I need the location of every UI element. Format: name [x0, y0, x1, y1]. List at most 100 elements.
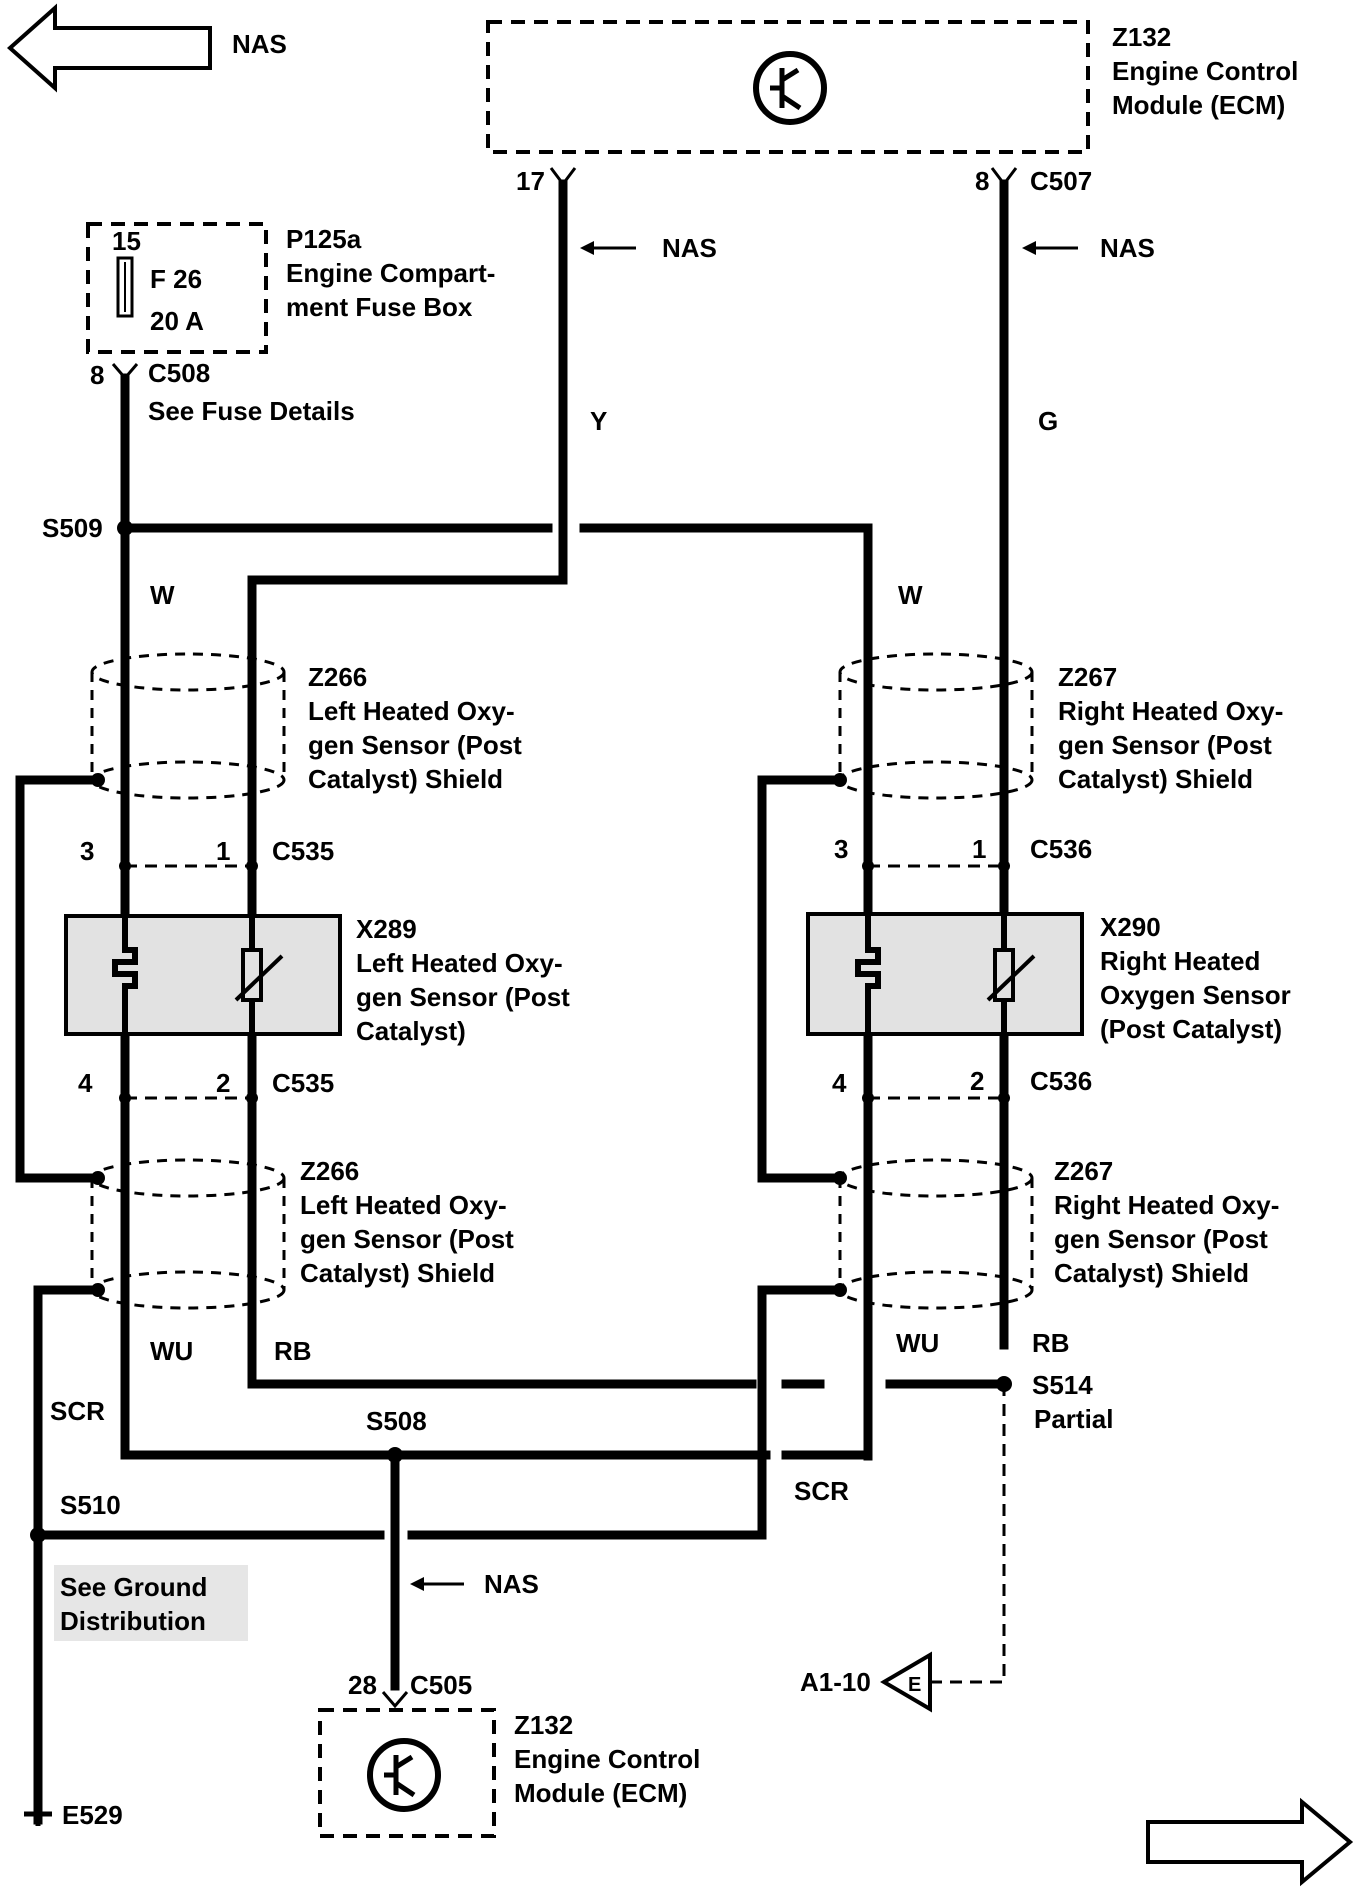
connector-c505-fork: [381, 1691, 409, 1709]
left-shield-top-l1: Left Heated Oxy-: [308, 696, 515, 726]
offpage-connector-icon[interactable]: [880, 1651, 932, 1713]
ecm-bottom-line1: Engine Control: [514, 1744, 700, 1774]
wire-label-w-right: W: [898, 580, 923, 610]
wire-wu-left: [120, 1295, 771, 1460]
wire-shield-right-loop: [757, 775, 845, 1183]
ecm-bottom-pin: 28: [348, 1670, 377, 1700]
right-shield-top-l3: Catalyst) Shield: [1058, 764, 1253, 794]
ground-note-l1[interactable]: See Ground: [60, 1572, 207, 1602]
wire-s510-right: [407, 1285, 845, 1540]
left-shield-bottom-id: Z266: [300, 1156, 359, 1186]
fuse-box-line1: Engine Compart-: [286, 258, 495, 288]
ecm-top-pin-left: 17: [516, 166, 545, 196]
left-sensor-id: X289: [356, 914, 417, 944]
fuse-details-link[interactable]: See Fuse Details: [148, 396, 355, 426]
nas-right-label: NAS: [1100, 233, 1155, 263]
left-shield-bottom-l3: Catalyst) Shield: [300, 1258, 495, 1288]
right-shield-bottom-l3: Catalyst) Shield: [1054, 1258, 1249, 1288]
ecm-top-pin-right: 8: [975, 166, 989, 196]
right-shield-bottom-l1: Right Heated Oxy-: [1054, 1190, 1279, 1220]
ground-id: E529: [62, 1800, 123, 1830]
right-shield-bottom: [838, 1158, 1034, 1310]
right-variable-resistor-icon: [986, 914, 1036, 1034]
right-shield-top-l1: Right Heated Oxy-: [1058, 696, 1283, 726]
wire-label-rb-left: RB: [274, 1336, 312, 1366]
ecm-bottom-id: Z132: [514, 1710, 573, 1740]
splice-s514-label: S514: [1032, 1370, 1093, 1400]
wire-label-scr-right: SCR: [794, 1476, 849, 1506]
splice-s509-dot: [117, 520, 133, 536]
right-sensor-connector-top: C536: [1030, 834, 1092, 864]
right-sensor-pin-b: 1: [972, 834, 986, 864]
fuse-pin-top: 15: [112, 226, 141, 256]
right-sensor-l3: (Post Catalyst): [1100, 1014, 1282, 1044]
right-sensor-l2: Oxygen Sensor: [1100, 980, 1291, 1010]
left-sensor-connector-bottom: C535: [272, 1068, 334, 1098]
ecm-bottom-transistor-icon: [367, 1738, 441, 1812]
wire-label-y: Y: [590, 406, 607, 436]
left-shield-bottom-l2: gen Sensor (Post: [300, 1224, 514, 1254]
ecm-top-connector: C507: [1030, 166, 1092, 196]
left-shield-bottom-l1: Left Heated Oxy-: [300, 1190, 507, 1220]
ecm-top-transistor-icon: [753, 51, 827, 125]
right-heater-icon: [855, 914, 881, 1034]
right-sensor-connector-bottom: C536: [1030, 1066, 1092, 1096]
fuse-connector: C508: [148, 358, 210, 388]
left-sensor-box: [64, 914, 342, 1036]
splice-s514-dot: [996, 1376, 1012, 1392]
left-shield-top-l2: gen Sensor (Post: [308, 730, 522, 760]
ecm-bottom-box: [318, 1708, 496, 1838]
fuse-box: [86, 222, 268, 354]
wire-w-right: [579, 523, 873, 1461]
left-shield-top-id: Z266: [308, 662, 367, 692]
left-sensor-connector-top: C535: [272, 836, 334, 866]
ground-note-l2[interactable]: Distribution: [60, 1606, 206, 1636]
nas-bottom-label: NAS: [484, 1569, 539, 1599]
fuse-number: F 26: [150, 264, 202, 294]
wire-y: [247, 179, 568, 775]
splice-s509-label: S509: [42, 513, 103, 543]
nas-left-arrow-icon: [580, 241, 636, 255]
ground-note-bg: [54, 1565, 248, 1641]
fuse-rating: 20 A: [150, 306, 204, 336]
ecm-top-id: Z132: [1112, 22, 1171, 52]
splice-s510-label: S510: [60, 1490, 121, 1520]
right-shield-top-l2: gen Sensor (Post: [1058, 730, 1272, 760]
left-heater-icon: [112, 916, 138, 1034]
left-sensor-l3: Catalyst): [356, 1016, 466, 1046]
wire-label-rb-right: RB: [1032, 1328, 1070, 1358]
right-shield-top-id: Z267: [1058, 662, 1117, 692]
fuse-pin: 8: [90, 360, 104, 390]
fuse-box-id: P125a: [286, 224, 362, 254]
ecm-bottom-line2: Module (ECM): [514, 1778, 687, 1808]
wire-label-g: G: [1038, 406, 1058, 436]
right-sensor-pin-a: 3: [834, 834, 848, 864]
nas-right-arrow-icon: [1022, 241, 1078, 255]
right-shield-bottom-id: Z267: [1054, 1156, 1113, 1186]
left-shield-top-l3: Catalyst) Shield: [308, 764, 503, 794]
left-sensor-l1: Left Heated Oxy-: [356, 948, 563, 978]
left-sensor-pin-b: 1: [216, 836, 230, 866]
offpage-ref[interactable]: A1-10: [800, 1667, 871, 1697]
wire-label-w-left: W: [150, 580, 175, 610]
splice-s508-label: S508: [366, 1406, 427, 1436]
next-page-arrow[interactable]: [1146, 1797, 1354, 1887]
right-sensor-l1: Right Heated: [1100, 946, 1260, 976]
ecm-top-line1: Engine Control: [1112, 56, 1298, 86]
prev-page-arrow[interactable]: [6, 3, 212, 93]
ecm-top-line2: Module (ECM): [1112, 90, 1285, 120]
right-sensor-pin-d: 2: [970, 1066, 984, 1096]
fuse-box-line2: ment Fuse Box: [286, 292, 473, 322]
wire-label-wu-right: WU: [896, 1328, 939, 1358]
nas-bottom-arrow-icon: [410, 1577, 464, 1591]
right-shield-bottom-l2: gen Sensor (Post: [1054, 1224, 1268, 1254]
left-shield-top: [90, 652, 286, 800]
ground-terminal-icon: [24, 1811, 52, 1826]
left-sensor-pin-d: 2: [216, 1068, 230, 1098]
ecm-top-box: [486, 20, 1090, 154]
left-shield-bottom: [90, 1158, 286, 1310]
wire-shield-left-loop: [15, 775, 103, 1183]
left-sensor-pin-a: 3: [80, 836, 94, 866]
wire-rb-right-dashed: [930, 1384, 1006, 1684]
